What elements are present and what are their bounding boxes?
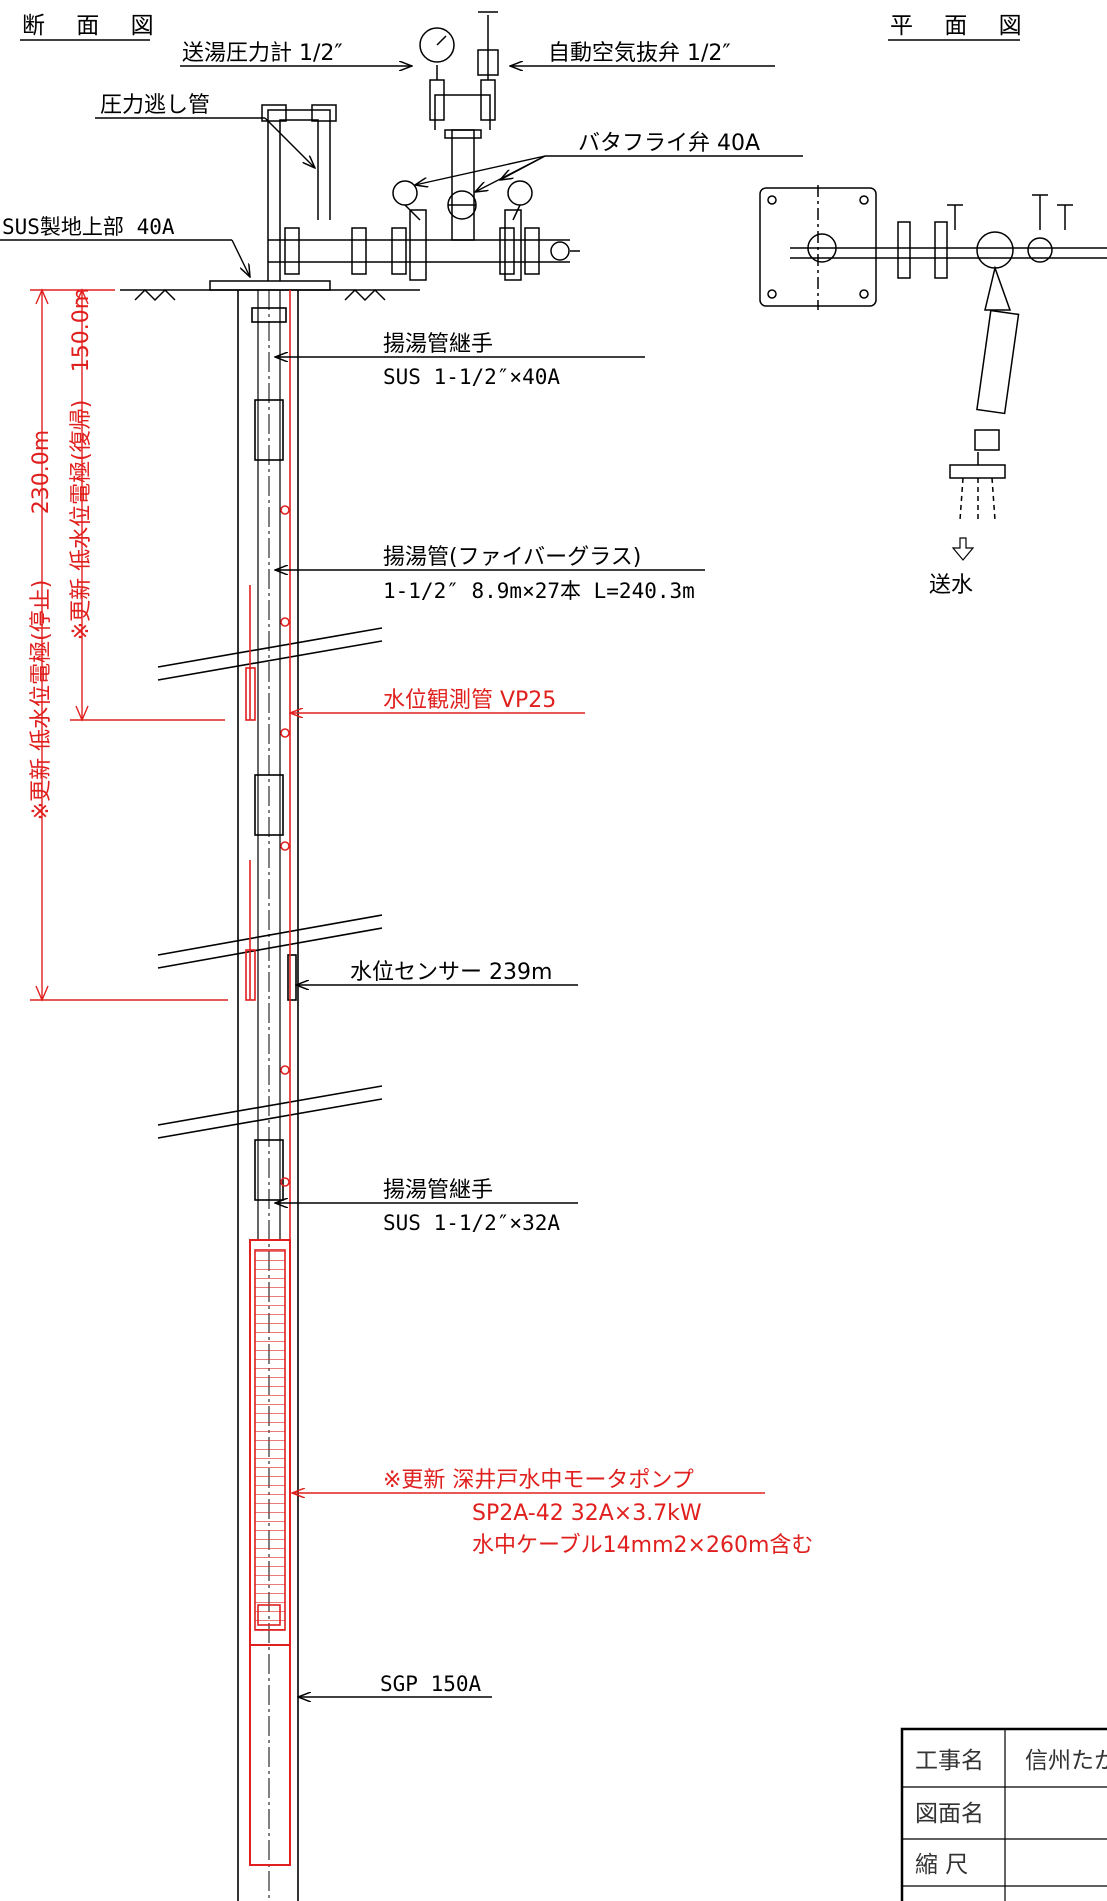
pump-title: ※更新 深井戸水中モータポンプ: [383, 1468, 694, 1493]
section-title: 断 面 図: [22, 13, 166, 39]
well-casing: [157, 290, 383, 1901]
red-observation: [245, 290, 291, 1866]
sus-upper-label: SUS製地上部 40A: [2, 215, 175, 239]
riser-title: 揚湯管(ファイバーグラス): [383, 545, 641, 570]
dimension-lines: [30, 288, 228, 1002]
pump-spec1: SP2A-42 32A×3.7kW: [472, 1501, 702, 1526]
dim-230-note: ※更新 低水位電極(停止): [29, 580, 54, 821]
tb-row1-label: 工事名: [915, 1748, 984, 1774]
joint2-title: 揚湯管継手: [383, 1178, 493, 1203]
plan-title: 平 面 図: [890, 13, 1034, 39]
joint1-spec: SUS 1-1/2″×40A: [383, 365, 560, 389]
surface-equipment: [120, 11, 580, 302]
pump-spec2: 水中ケーブル14mm2×260m含む: [472, 1533, 813, 1558]
dim-150: 150.0m: [69, 288, 94, 372]
tb-row1-value: 信州たか: [1025, 1748, 1107, 1774]
relief-pipe-label: 圧力逃し管: [100, 93, 210, 118]
sensor-label: 水位センサー 239m: [350, 960, 552, 985]
tb-row3-label: 縮 尺: [915, 1852, 968, 1878]
plan-view: [759, 185, 1107, 561]
title-block: [900, 1727, 1107, 1901]
pressure-gauge-label: 送湯圧力計 1/2″: [182, 41, 343, 66]
joint1-title: 揚湯管継手: [383, 332, 493, 357]
obs-pipe-label: 水位観測管 VP25: [383, 688, 556, 713]
send-water-label: 送水: [929, 573, 973, 598]
casing-label: SGP 150A: [380, 1672, 482, 1696]
joint2-spec: SUS 1-1/2″×32A: [383, 1211, 560, 1235]
butterfly-valve-label: バタフライ弁 40A: [578, 131, 760, 156]
dim-230: 230.0m: [29, 430, 54, 514]
tb-row2-label: 図面名: [915, 1801, 984, 1827]
dim-150-note: ※更新 低水位電極(復帰): [69, 400, 94, 641]
riser-spec: 1-1/2″ 8.9m×27本 L=240.3m: [383, 579, 695, 603]
air-valve-label: 自動空気抜弁 1/2″: [548, 41, 731, 66]
